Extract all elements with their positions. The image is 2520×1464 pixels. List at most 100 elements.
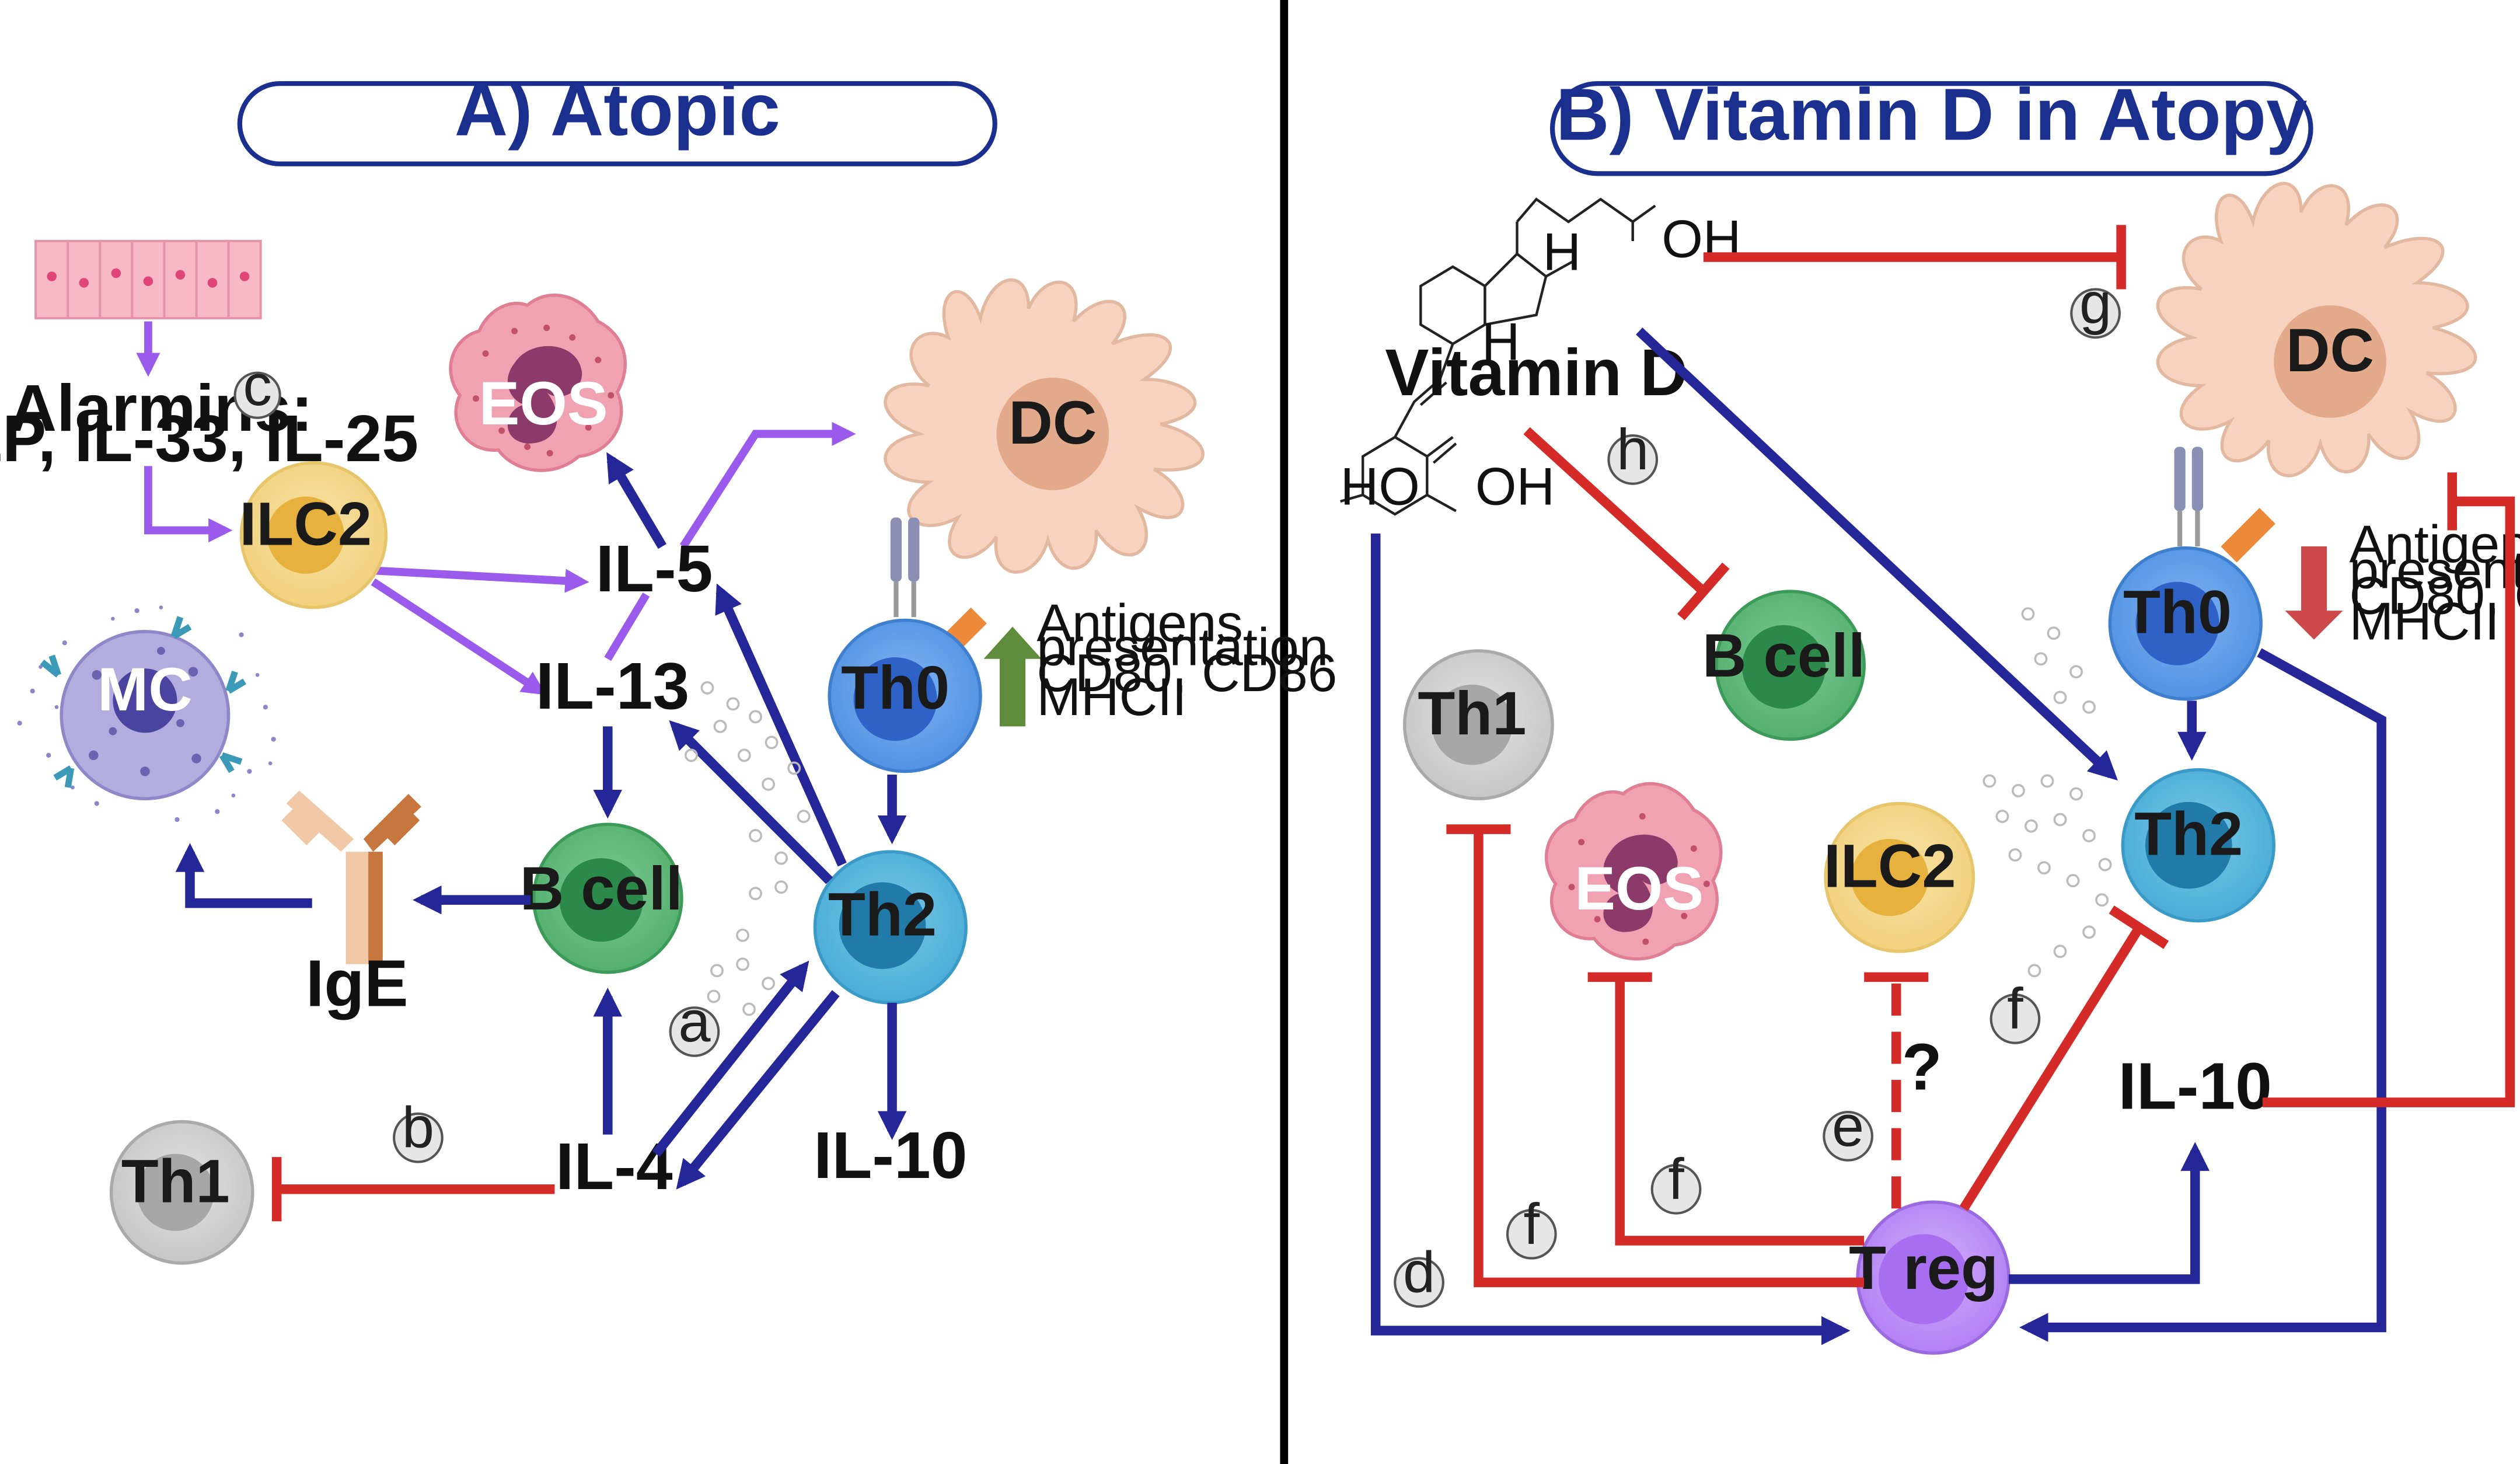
svg-text:MC: MC bbox=[97, 656, 193, 724]
svg-text:T reg: T reg bbox=[1849, 1234, 1998, 1302]
th2-cell-a: Th2 bbox=[813, 850, 968, 1005]
b-cell-a: B cell bbox=[520, 822, 683, 974]
svg-text:Th0: Th0 bbox=[2123, 578, 2232, 647]
svg-text:f: f bbox=[1523, 1192, 1540, 1257]
epithelium-icon bbox=[34, 239, 262, 320]
ilc2-cell: ILC2 bbox=[239, 461, 388, 609]
svg-text:f: f bbox=[1668, 1147, 1684, 1212]
svg-text:b: b bbox=[402, 1096, 434, 1160]
antigens-note-a-2: presentation bbox=[1036, 618, 1328, 677]
badge-f-mid: f bbox=[1650, 1147, 1702, 1215]
antigens-note-b-4: MHCII bbox=[2350, 592, 2500, 651]
mhc-stalk-b bbox=[2221, 508, 2275, 563]
treg-cell: T reg bbox=[1849, 1200, 2011, 1355]
svg-text:DC: DC bbox=[2286, 316, 2374, 385]
svg-text:DC: DC bbox=[1008, 389, 1097, 457]
th2-cell-b: Th2 bbox=[2121, 768, 2275, 923]
inhibit-vitd-dc bbox=[1703, 225, 2126, 290]
svg-text:a: a bbox=[678, 989, 711, 1054]
cytokine-dots-a bbox=[685, 681, 811, 1016]
dendritic-cell-a: DC bbox=[884, 278, 1205, 574]
antigens-note-a-1: Antigens bbox=[1036, 594, 1242, 653]
badge-c: c bbox=[233, 353, 281, 419]
arrow-ilc2-to-il13 bbox=[371, 578, 547, 695]
line-il5-il13 bbox=[604, 592, 650, 661]
antigens-note-a-3: CD80, CD86 bbox=[1036, 644, 1337, 703]
vitd-oh-bottom: OH bbox=[1475, 457, 1555, 516]
badge-f-right: f bbox=[1990, 977, 2041, 1044]
badge-b: b bbox=[393, 1096, 444, 1163]
svg-text:h: h bbox=[1617, 417, 1649, 482]
upregulation-arrow bbox=[983, 626, 1042, 727]
il13-label: IL-13 bbox=[536, 649, 689, 723]
arrow-ige-to-mc bbox=[175, 843, 312, 908]
arrow-il4-to-th2 bbox=[652, 960, 809, 1157]
badge-h: h bbox=[1607, 417, 1659, 485]
panel-a-title-box bbox=[237, 81, 997, 166]
antigens-note-b-3: CD80, CD86 bbox=[2350, 567, 2520, 626]
antigens-note-a-4: MHCII bbox=[1036, 668, 1186, 727]
svg-text:g: g bbox=[2079, 271, 2111, 336]
panel-a-title: A) Atopic bbox=[455, 68, 780, 151]
il5-label: IL-5 bbox=[596, 532, 713, 605]
antigens-note-b-1: Antigens bbox=[2350, 515, 2520, 574]
th0-cell-a: Th0 bbox=[828, 618, 982, 773]
inhibit-treg-ilc2-dashed bbox=[1864, 972, 1929, 1209]
tcr-receptor-a bbox=[890, 517, 920, 618]
badge-d: d bbox=[1394, 1240, 1444, 1308]
eos-cell: EOS bbox=[449, 293, 627, 472]
arrow-th2-to-il4 bbox=[676, 990, 840, 1190]
vitd-ho-left: HO bbox=[1341, 457, 1420, 516]
panel-a: A) Atopic Alarmins: TSLP, IL-33, IL-2 bbox=[0, 68, 1337, 1265]
svg-text:f: f bbox=[2007, 977, 2023, 1041]
panel-b: B) Vitamin D in Atopy OH H H HO OH Vitam… bbox=[1340, 73, 2520, 1355]
il4-label: IL-4 bbox=[556, 1130, 673, 1203]
panel-b-title-box bbox=[1549, 81, 2313, 176]
svg-text:Th1: Th1 bbox=[121, 1147, 230, 1215]
arrow-vitd-to-treg bbox=[1370, 534, 1851, 1346]
th1-cell-a: Th1 bbox=[109, 1120, 254, 1265]
inhibit-il10-dc bbox=[2262, 472, 2515, 1107]
arrow-il5-to-dc bbox=[679, 421, 856, 549]
arrow-il5-to-eos bbox=[606, 452, 666, 549]
arrow-treg-to-il10 bbox=[2008, 1142, 2210, 1284]
svg-text:ILC2: ILC2 bbox=[1824, 832, 1956, 901]
arrow-th2-to-il5 bbox=[715, 583, 847, 867]
th1-cell-b: Th1 bbox=[1403, 649, 1554, 801]
vitd-h2: H bbox=[1482, 313, 1520, 372]
badge-e: e bbox=[1823, 1094, 1873, 1162]
inhibit-treg-th1 bbox=[1446, 824, 1865, 1288]
svg-text:e: e bbox=[1832, 1094, 1864, 1159]
vitamin-d-label: Vitamin D bbox=[1385, 336, 1687, 409]
svg-text:EOS: EOS bbox=[479, 370, 608, 438]
inhibit-il4-th1 bbox=[271, 1157, 555, 1222]
arrow-ilc2-to-il5 bbox=[372, 566, 589, 593]
mast-cell: MC bbox=[17, 605, 276, 822]
tcr-receptor-b bbox=[2174, 447, 2204, 547]
alarmins-list: TSLP, IL-33, IL-25 bbox=[0, 402, 418, 475]
dendritic-cell-b: DC bbox=[2156, 182, 2477, 477]
downregulation-arrow bbox=[2285, 546, 2343, 640]
svg-text:d: d bbox=[1403, 1240, 1435, 1305]
question-mark: ? bbox=[1902, 1030, 1942, 1104]
svg-text:ILC2: ILC2 bbox=[239, 490, 372, 558]
arrow-alarmins-to-ilc2 bbox=[144, 466, 233, 543]
badge-a: a bbox=[669, 989, 720, 1057]
svg-text:c: c bbox=[243, 353, 272, 418]
svg-text:B cell: B cell bbox=[1702, 622, 1865, 690]
arrow-th2-to-il13 bbox=[669, 720, 833, 884]
panel-b-title: B) Vitamin D in Atopy bbox=[1556, 73, 2307, 156]
th0-cell-b: Th0 bbox=[2108, 546, 2263, 701]
vitamin-d-structure-icon bbox=[1340, 197, 1656, 516]
inhibit-treg-th2 bbox=[1959, 905, 2169, 1211]
svg-text:Th2: Th2 bbox=[828, 880, 937, 949]
vitd-h1: H bbox=[1543, 223, 1582, 282]
arrow-th0-to-treg bbox=[2019, 648, 2386, 1342]
svg-text:Th2: Th2 bbox=[2134, 800, 2243, 869]
inhibit-vitd-bcell bbox=[1523, 427, 1730, 621]
arrow-vitd-to-th2 bbox=[1636, 327, 2118, 781]
eos-cell-b: EOS bbox=[1544, 782, 1723, 961]
inhibit-treg-eos bbox=[1587, 972, 1865, 1246]
